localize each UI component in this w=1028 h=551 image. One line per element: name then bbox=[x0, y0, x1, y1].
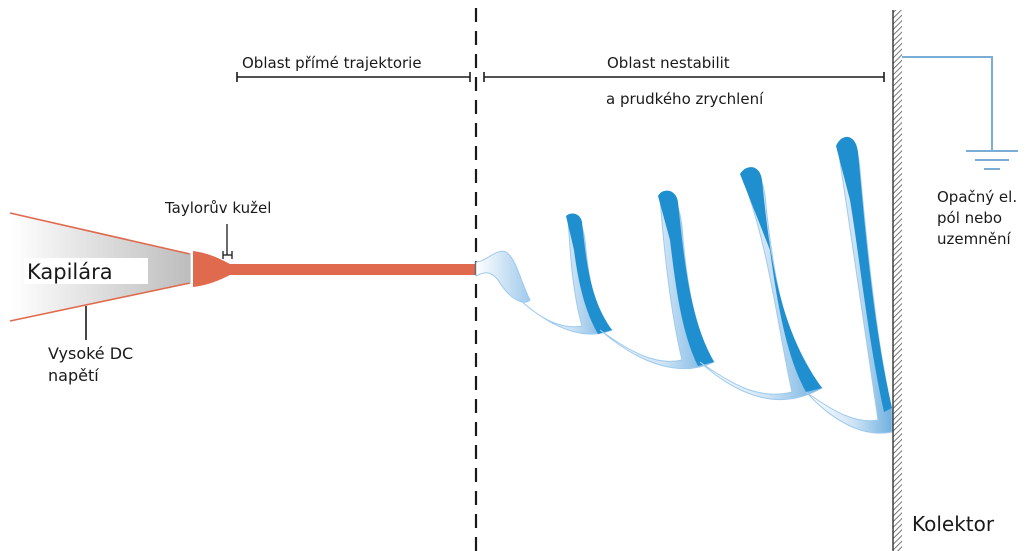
high-voltage-label-2: napětí bbox=[48, 366, 99, 385]
jet bbox=[193, 251, 476, 287]
instability-region-bracket bbox=[483, 72, 885, 82]
instability-region-label: Oblast nestabilit bbox=[607, 54, 730, 72]
high-voltage-label: Vysoké DC bbox=[48, 344, 133, 363]
ground-connection bbox=[902, 56, 1018, 170]
capillary: Kapilára bbox=[9, 212, 191, 322]
whipping-spiral bbox=[475, 136, 893, 434]
counter-electrode-label: Opačný el. bbox=[937, 188, 1017, 206]
taylor-cone bbox=[193, 251, 232, 287]
counter-electrode-label-3: uzemnění bbox=[937, 230, 1011, 248]
taylor-cone-label: Taylorův kužel bbox=[164, 199, 271, 217]
collector-plate bbox=[892, 10, 902, 551]
counter-electrode-label-2: pól nebo bbox=[937, 209, 1002, 227]
instability-region-label-2: a prudkého zrychlení bbox=[606, 90, 764, 108]
straight-jet bbox=[230, 264, 476, 275]
capillary-label: Kapilára bbox=[27, 260, 113, 284]
taylor-cone-marker bbox=[222, 224, 233, 259]
collector-label: Kolektor bbox=[912, 512, 995, 536]
straight-region-label: Oblast přímé trajektorie bbox=[242, 54, 422, 72]
straight-region-bracket bbox=[236, 72, 471, 82]
